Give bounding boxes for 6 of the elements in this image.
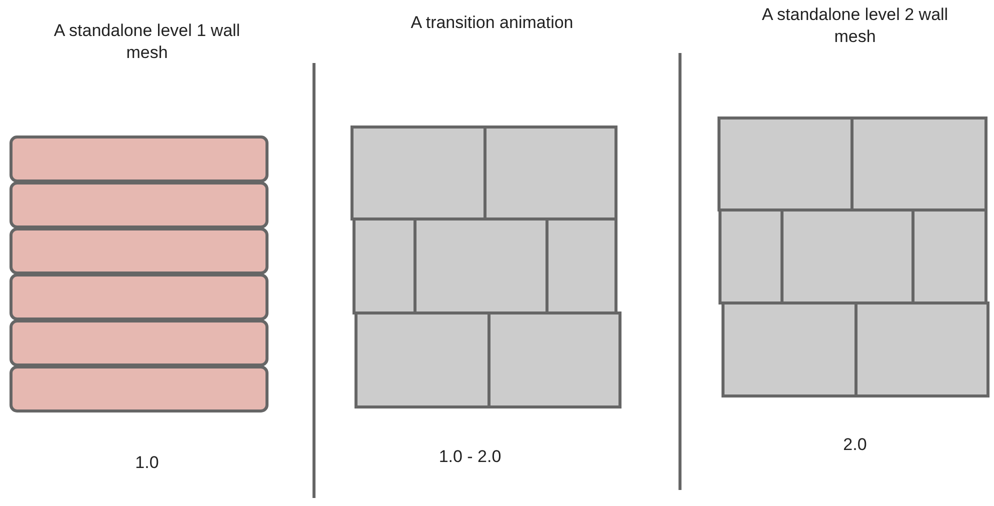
value-label: 1.0 - 2.0	[438, 446, 502, 468]
heading-text: A transition animation	[410, 12, 574, 34]
value-label: 1.0	[134, 452, 160, 474]
value-label: 2.0	[842, 434, 868, 456]
heading-text: A standalone level 1 wall mesh	[52, 20, 242, 64]
heading-text: A standalone level 2 wall mesh	[760, 4, 950, 48]
